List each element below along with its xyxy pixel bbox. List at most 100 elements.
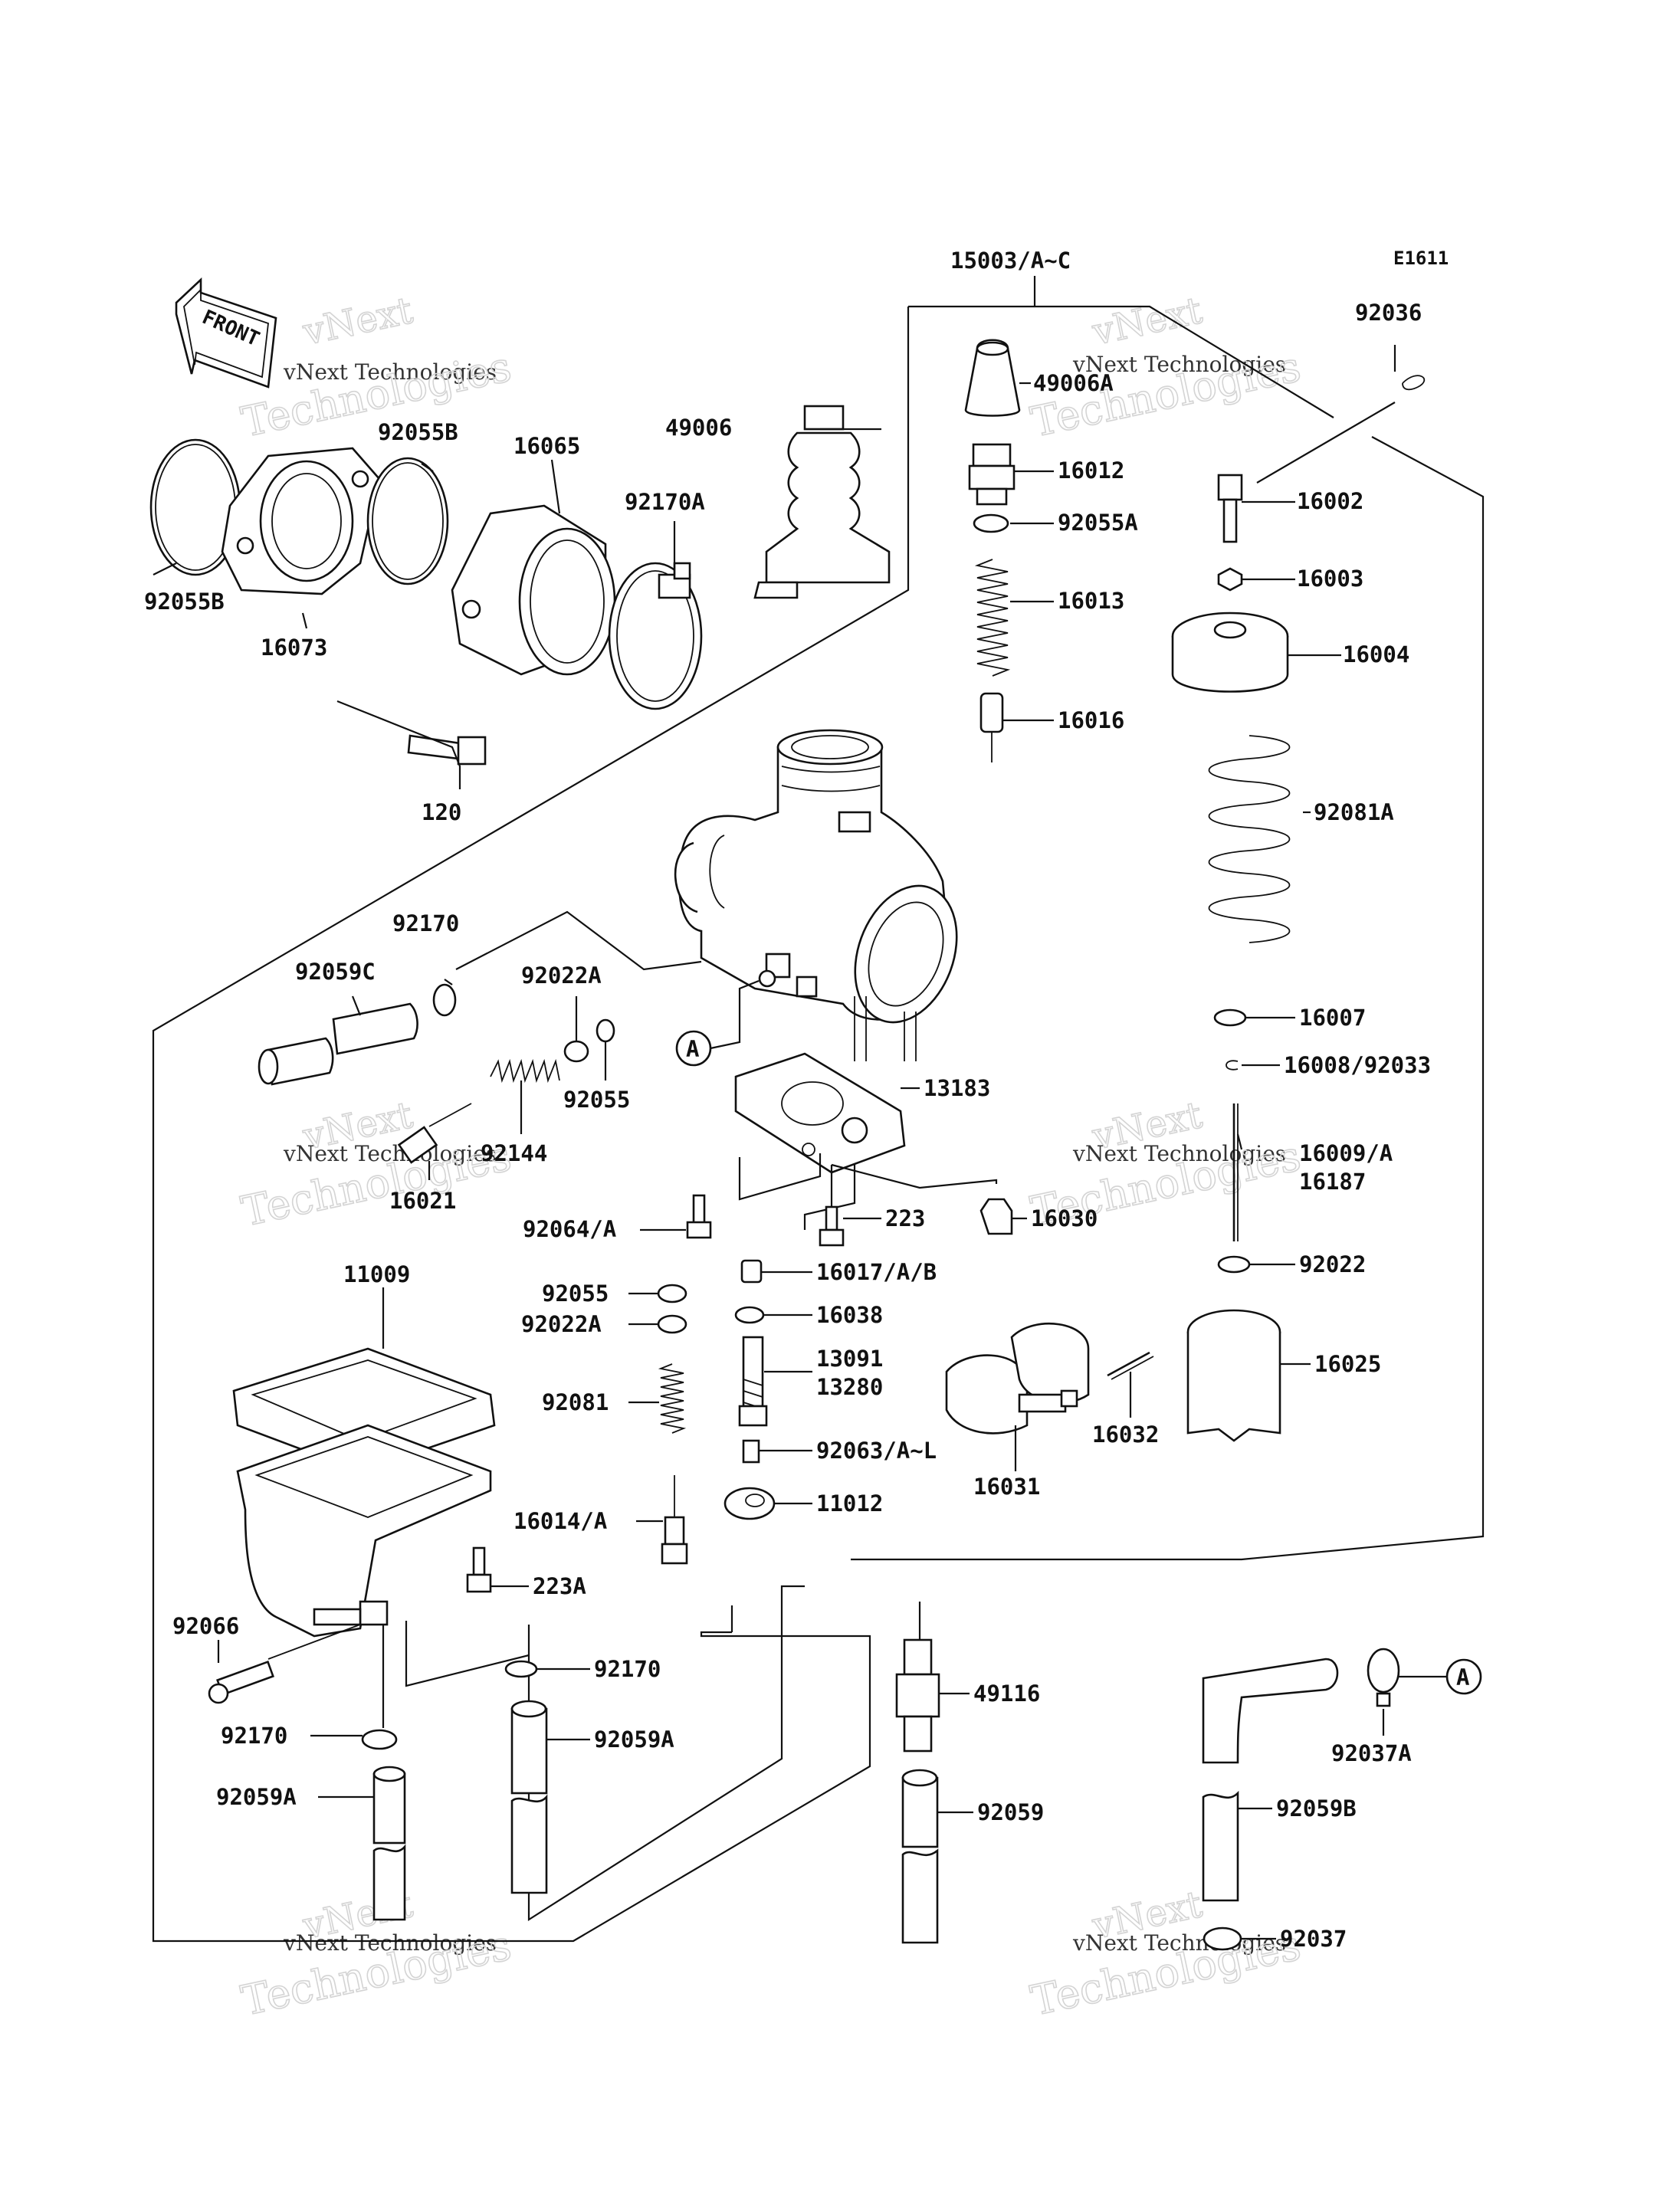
label-16187: 16187	[1299, 1169, 1366, 1195]
part-120-bolt	[407, 734, 487, 766]
part-92059C-tube	[258, 1002, 418, 1086]
label-92066: 92066	[172, 1613, 239, 1639]
label-92055B-left: 92055B	[144, 589, 225, 615]
label-92036: 92036	[1355, 300, 1422, 326]
label-92170-top: 92170	[392, 910, 459, 936]
label-16025: 16025	[1314, 1351, 1381, 1377]
part-16017-jet	[740, 1259, 763, 1284]
label-92055A: 92055A	[1058, 510, 1138, 536]
part-13091-needle-jet	[738, 1336, 768, 1427]
part-92064-jet	[686, 1194, 712, 1239]
part-92055-low-oring	[657, 1284, 687, 1303]
part-92055A-oring	[973, 513, 1009, 533]
part-92081-spring	[658, 1363, 687, 1434]
part-16007-washer	[1213, 1008, 1247, 1027]
part-16065-holder	[451, 504, 616, 676]
label-11012: 11012	[816, 1490, 883, 1517]
label-49116: 49116	[973, 1681, 1040, 1707]
part-16008-clip	[1226, 1060, 1239, 1071]
label-92022A-low: 92022A	[521, 1311, 602, 1337]
label-16012: 16012	[1058, 457, 1124, 484]
label-120: 120	[422, 799, 461, 825]
label-16008: 16008/92033	[1284, 1052, 1431, 1078]
part-92144-spring	[490, 1058, 560, 1084]
part-92063-jet	[742, 1439, 760, 1464]
label-16014: 16014/A	[514, 1508, 607, 1534]
svg-text:A: A	[1456, 1664, 1469, 1690]
label-92081: 92081	[542, 1389, 609, 1415]
part-49006-boot	[753, 405, 891, 599]
part-16004-top-cap	[1171, 612, 1289, 693]
part-92066-bolt	[208, 1624, 361, 1704]
svg-text:A: A	[686, 1036, 699, 1062]
part-92059A-low-tube	[372, 1766, 406, 1921]
label-16013: 16013	[1058, 588, 1124, 614]
label-92055B-top: 92055B	[378, 419, 458, 445]
diagram-code: E1611	[1393, 248, 1449, 269]
label-92037A: 92037A	[1331, 1740, 1412, 1766]
part-49006A-cap	[964, 339, 1021, 417]
svg-text:vNext Technologies: vNext Technologies	[1072, 1930, 1286, 1956]
label-92059A-mid: 92059A	[594, 1726, 674, 1753]
part-16003-nut	[1217, 567, 1243, 592]
label-16021: 16021	[389, 1188, 456, 1214]
label-92022A-top: 92022A	[521, 962, 602, 989]
watermark-bottom-right: vNext vNext Technologies Technologies	[1026, 1882, 1305, 2025]
label-92170-low: 92170	[221, 1723, 287, 1749]
part-16030-plug	[979, 1198, 1013, 1235]
label-16003: 16003	[1297, 566, 1363, 592]
label-92170-mid: 92170	[594, 1656, 661, 1682]
label-13091: 13091	[816, 1346, 883, 1372]
label-15003: 15003/A~C	[950, 248, 1071, 274]
label-92081A: 92081A	[1314, 799, 1394, 825]
part-92022A-low-washer	[657, 1314, 687, 1334]
part-16032-pin	[1107, 1351, 1154, 1380]
part-16014-screw	[661, 1475, 688, 1565]
watermark-mid-left: vNext vNext Technologies Technologies	[237, 1093, 516, 1236]
label-16031: 16031	[973, 1474, 1040, 1500]
part-16025-throttle-valve	[1186, 1309, 1281, 1442]
part-92059A-mid-tube	[510, 1700, 548, 1894]
part-16009-needle	[1232, 1103, 1239, 1241]
part-92059B-hose	[1202, 1658, 1339, 1902]
label-11009: 11009	[343, 1261, 410, 1287]
label-92059B: 92059B	[1276, 1795, 1357, 1822]
label-13183: 13183	[924, 1075, 990, 1101]
label-223A: 223A	[533, 1573, 586, 1599]
label-92055-mid: 92055	[563, 1087, 630, 1113]
svg-text:Technologies: Technologies	[238, 343, 516, 447]
label-92059C: 92059C	[295, 959, 376, 985]
part-92037A-clip	[1367, 1648, 1400, 1707]
callout-a-hose: A	[1399, 1658, 1482, 1695]
part-92170-low	[361, 1729, 398, 1750]
part-223-screw	[819, 1205, 845, 1247]
part-13183-gasket	[734, 1052, 906, 1174]
carburetor-body	[674, 729, 958, 1061]
part-16012-adjuster	[968, 443, 1016, 506]
part-49116-fitting	[895, 1638, 940, 1753]
label-16032: 16032	[1092, 1421, 1159, 1448]
label-223: 223	[885, 1205, 925, 1231]
part-92055-mid-oring	[596, 1018, 615, 1043]
leader-lines	[153, 345, 1396, 1940]
part-223A-screw	[466, 1546, 492, 1593]
part-16013-spring	[974, 559, 1011, 677]
front-arrow-icon: FRONT	[175, 277, 277, 389]
part-92059-tube	[901, 1769, 939, 1944]
label-16009: 16009/A	[1299, 1140, 1393, 1166]
label-16004: 16004	[1343, 641, 1409, 667]
part-92081A-spring	[1208, 735, 1291, 943]
part-92022A-top-washer	[563, 1040, 589, 1063]
svg-text:vNext Technologies: vNext Technologies	[283, 1930, 497, 1956]
part-16021-screw	[397, 1103, 472, 1164]
part-92055B-top-oring	[366, 457, 449, 585]
label-92055-low: 92055	[542, 1280, 609, 1307]
label-16017: 16017/A/B	[816, 1259, 937, 1285]
label-92059A-low: 92059A	[216, 1784, 297, 1810]
part-labels: 15003/A~C 92036 49006A 49006 16012 92055…	[144, 248, 1431, 1952]
label-16073: 16073	[261, 635, 327, 661]
part-92170-top	[432, 983, 457, 1017]
part-92036-clip	[1402, 375, 1426, 391]
